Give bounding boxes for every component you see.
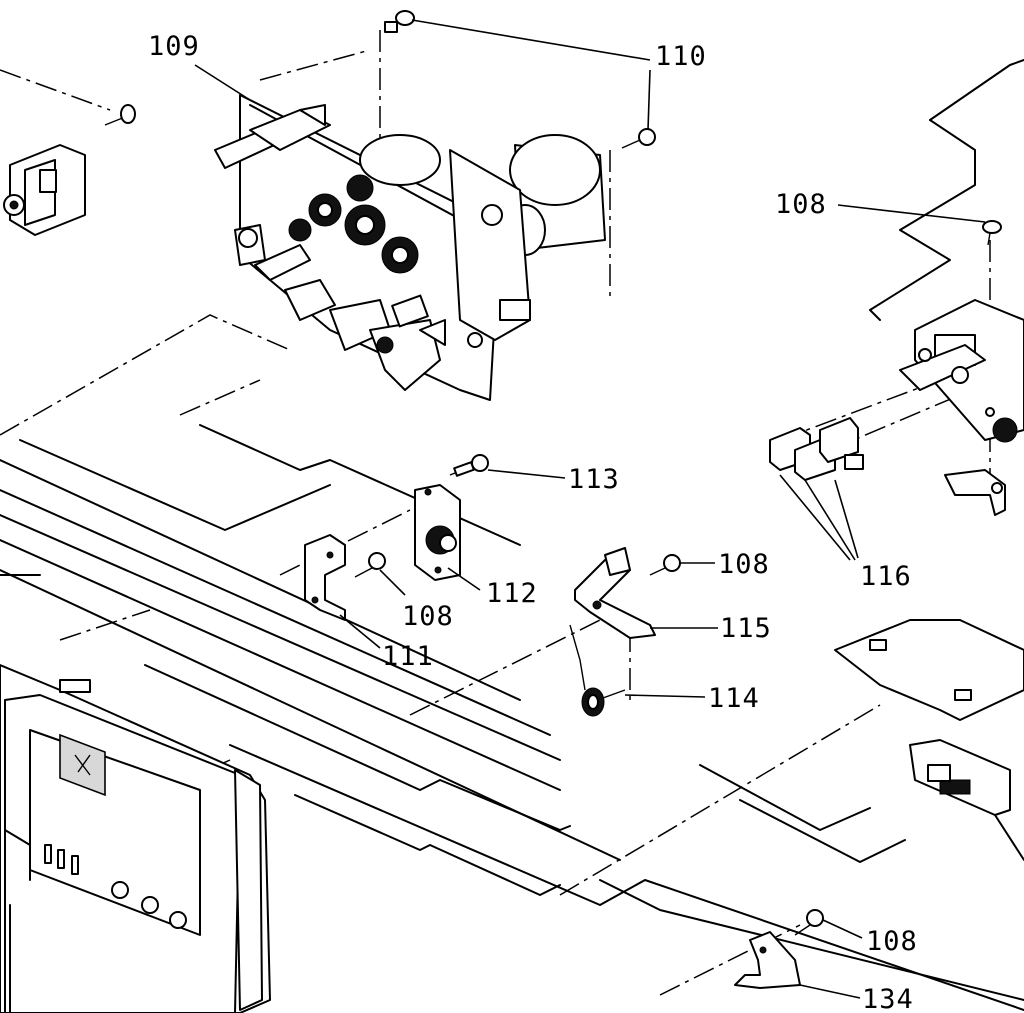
screw-icon [104,104,136,126]
bracket-111 [304,534,346,621]
front-panel [0,664,271,1013]
screw-108-bottom [794,909,824,936]
screw-108-mid [354,552,386,578]
left-small-assembly [3,104,136,236]
screw-108-top [982,220,1002,246]
pulley-bracket-112 [414,484,461,581]
callout-115: 115 [720,613,772,644]
chassis-outline-lines [0,59,1024,1011]
callout-109: 109 [148,31,200,62]
leader-lines [194,19,986,999]
mechanism-assembly-109 [214,94,606,401]
callout-110: 110 [655,41,707,72]
switch-knobs-116 [769,417,864,481]
callout-108-mid: 108 [402,601,454,632]
screw-108-right [649,554,681,576]
screw-110-top [384,10,415,33]
switch-board-right [899,299,1024,443]
callout-113: 113 [568,464,620,495]
plate-right [834,619,1024,721]
callout-114: 114 [708,683,760,714]
screw-113 [449,454,489,477]
callout-108-top: 108 [775,189,827,220]
callout-134: 134 [862,984,914,1013]
callout-111: 111 [382,641,434,672]
callout-116: 116 [860,561,912,592]
callout-labels: 109 110 108 113 112 108 111 108 115 114 … [148,31,918,1013]
lever-115 [574,547,656,639]
callout-108-right: 108 [718,549,770,580]
small-bracket-right [944,469,1006,516]
callout-112: 112 [486,578,538,609]
slide-switch-right [909,739,1024,861]
spring-114 [569,624,626,717]
bracket-134 [734,931,801,989]
callout-108-bottom: 108 [866,926,918,957]
screw-110-right [621,128,656,149]
